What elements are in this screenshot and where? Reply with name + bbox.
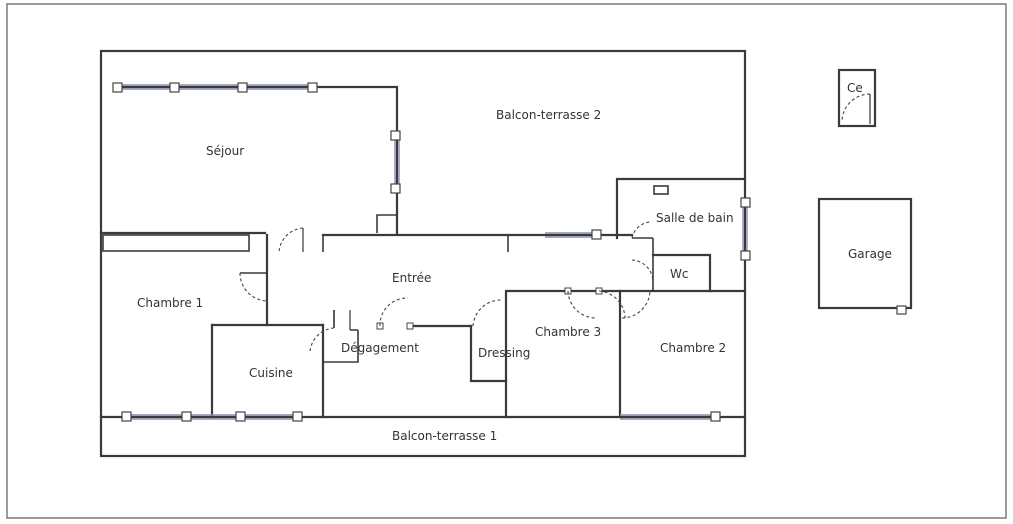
cellier-outline bbox=[837, 68, 877, 128]
garage-label: Garage bbox=[848, 247, 892, 261]
sejour-window-right bbox=[390, 130, 401, 194]
cuisine-label: Cuisine bbox=[249, 366, 293, 380]
wc-label: Wc bbox=[670, 267, 688, 281]
salle-de-bain-inner bbox=[632, 237, 654, 291]
chambre2-label: Chambre 2 bbox=[660, 341, 726, 355]
cellier-label: Ce bbox=[847, 81, 863, 95]
cellier: Ce bbox=[837, 68, 877, 128]
sejour-notch bbox=[376, 214, 397, 233]
salle-de-bain-window bbox=[740, 197, 751, 261]
chambre1-label: Chambre 1 bbox=[137, 296, 203, 310]
salle-de-bain-label: Salle de bain bbox=[656, 211, 734, 225]
sejour-window-top bbox=[112, 82, 318, 93]
chambre3-label: Chambre 3 bbox=[535, 325, 601, 339]
garage-outline bbox=[817, 197, 913, 310]
salle-de-bain-walls bbox=[615, 177, 747, 240]
balcon1-label: Balcon-terrasse 1 bbox=[392, 429, 497, 443]
doors bbox=[239, 221, 654, 353]
salle-de-bain-fixture bbox=[653, 185, 669, 195]
wc-walls bbox=[651, 253, 712, 293]
dressing-label: Dressing bbox=[478, 346, 530, 360]
sejour-label: Séjour bbox=[206, 144, 244, 158]
degagement-walls bbox=[323, 329, 359, 363]
degagement-label: Dégagement bbox=[341, 341, 419, 355]
entree-label: Entrée bbox=[392, 271, 431, 285]
balcon1-windows bbox=[121, 411, 721, 422]
apartment bbox=[99, 49, 751, 458]
garage: Garage bbox=[817, 197, 913, 315]
cuisine-walls bbox=[210, 323, 325, 419]
corridor-window bbox=[545, 229, 602, 240]
balcon2-label: Balcon-terrasse 2 bbox=[496, 108, 601, 122]
sejour-shelf bbox=[102, 234, 250, 252]
dressing-walls bbox=[469, 324, 508, 383]
